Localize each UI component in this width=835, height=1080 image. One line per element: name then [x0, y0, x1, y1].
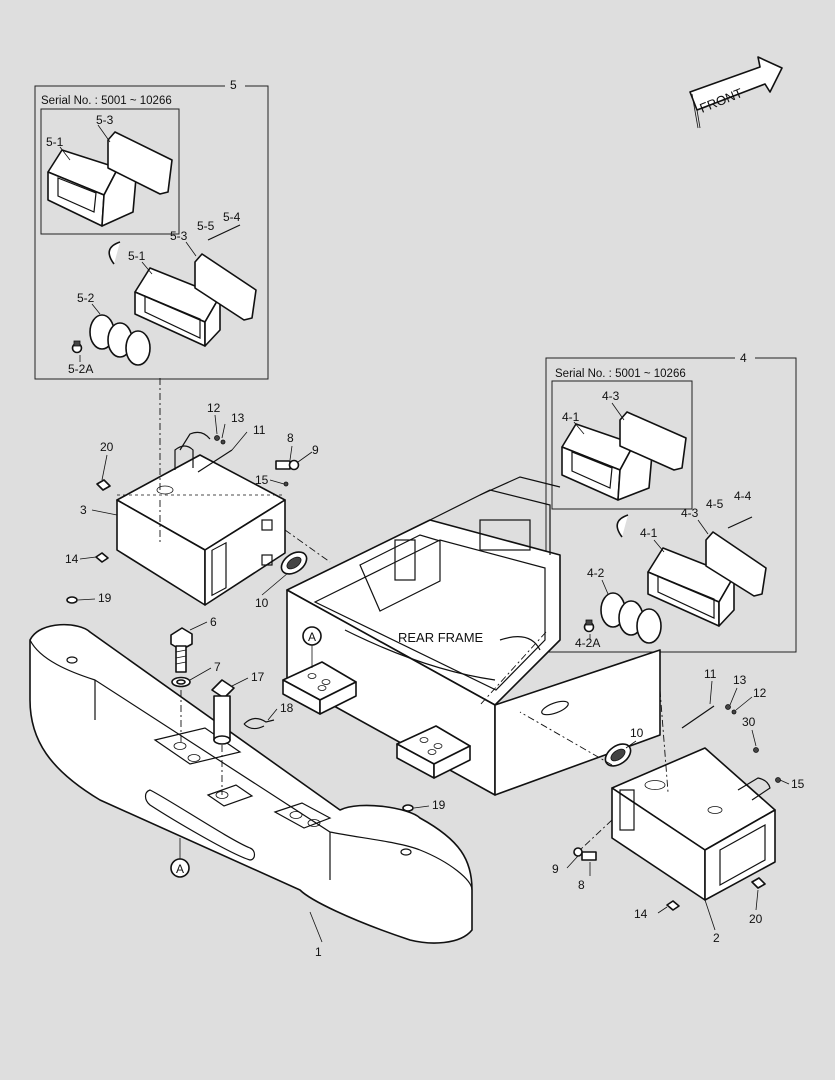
svg-text:17: 17: [251, 670, 265, 684]
svg-text:12: 12: [207, 401, 221, 415]
lamp-lens-4: [600, 592, 662, 644]
svg-text:6: 6: [210, 615, 217, 629]
svg-text:30: 30: [742, 715, 756, 729]
detail-marker-a-top: A: [302, 626, 322, 668]
svg-text:13: 13: [231, 411, 245, 425]
lamp-box-left: [116, 431, 286, 606]
cap-19-right: [402, 804, 414, 812]
svg-text:A: A: [308, 630, 316, 644]
svg-text:14: 14: [65, 552, 79, 566]
bulb-4: [583, 619, 595, 633]
svg-text:4-5: 4-5: [706, 497, 724, 511]
svg-text:15: 15: [255, 473, 269, 487]
small-hardware-right: [573, 704, 781, 911]
mount-block-left: [282, 661, 357, 715]
front-arrow: FRONT: [689, 56, 783, 129]
assembly-centerlines: [159, 378, 669, 851]
inset-5-number: 5: [230, 78, 237, 92]
svg-text:20: 20: [100, 440, 114, 454]
svg-text:4-3: 4-3: [602, 389, 620, 403]
svg-text:4-2: 4-2: [587, 566, 605, 580]
inset-5-serial: Serial No. : 5001 ~ 10266: [41, 95, 172, 107]
svg-text:10: 10: [255, 596, 269, 610]
svg-text:5-4: 5-4: [223, 210, 241, 224]
svg-text:5-3: 5-3: [170, 229, 188, 243]
cap-19-left: [66, 596, 78, 604]
svg-text:11: 11: [704, 667, 717, 681]
svg-text:4-3: 4-3: [681, 506, 699, 520]
svg-text:1: 1: [315, 945, 322, 959]
pin-17: [211, 679, 235, 745]
detail-marker-a-bottom: A: [170, 838, 190, 878]
counterweight: [29, 623, 473, 944]
svg-text:4-1: 4-1: [640, 526, 658, 540]
old-lamp-housing-4: [561, 423, 653, 501]
svg-text:9: 9: [552, 862, 559, 876]
svg-text:A: A: [176, 862, 184, 876]
lynch-pin-18: [243, 717, 275, 730]
svg-text:4-2A: 4-2A: [575, 636, 600, 650]
svg-text:14: 14: [634, 907, 648, 921]
rear-frame-label: REAR FRAME: [398, 630, 484, 645]
lamp-housing-4: [647, 547, 735, 627]
grommet-right: [604, 743, 632, 767]
lamp-box-right: [611, 705, 776, 901]
svg-text:4-1: 4-1: [562, 410, 580, 424]
svg-text:20: 20: [749, 912, 763, 926]
svg-text:5-1: 5-1: [46, 135, 64, 149]
svg-text:13: 13: [733, 673, 747, 687]
inset-4-serial: Serial No. : 5001 ~ 10266: [555, 368, 686, 380]
grommet-left: [280, 551, 308, 575]
svg-text:10: 10: [630, 726, 644, 740]
svg-text:5-2: 5-2: [77, 291, 95, 305]
svg-text:11: 11: [253, 423, 266, 437]
svg-text:19: 19: [98, 591, 112, 605]
lens-cover-4-old: [619, 411, 687, 471]
svg-text:19: 19: [432, 798, 446, 812]
svg-text:4-4: 4-4: [734, 489, 752, 503]
svg-text:7: 7: [214, 660, 221, 674]
old-lamp-housing-5: [47, 149, 137, 227]
svg-text:12: 12: [753, 686, 767, 700]
bolt-6: [170, 627, 193, 673]
inset-5: 5 Serial No. : 5001 ~ 10266 5-3 5-1: [34, 78, 269, 380]
bulb-5: [71, 340, 83, 354]
lens-cover-5-old: [107, 131, 173, 195]
svg-text:18: 18: [280, 701, 294, 715]
rear-frame: REAR FRAME: [286, 476, 661, 796]
svg-text:15: 15: [791, 777, 805, 791]
small-hardware-left: [95, 435, 300, 563]
svg-text:5-1: 5-1: [128, 249, 146, 263]
lens-cover-5: [194, 253, 257, 321]
lamp-lens-5: [89, 314, 151, 366]
svg-text:8: 8: [578, 878, 585, 892]
lamp-housing-5: [134, 267, 221, 347]
inset-4-number: 4: [740, 351, 747, 365]
svg-text:8: 8: [287, 431, 294, 445]
svg-text:2: 2: [713, 931, 720, 945]
svg-text:5-5: 5-5: [197, 219, 215, 233]
inset-4: 4 Serial No. : 5001 ~ 10266 4-3 4-1: [545, 351, 797, 653]
washer-7: [171, 676, 191, 688]
svg-text:5-2A: 5-2A: [68, 362, 93, 376]
svg-text:9: 9: [312, 443, 319, 457]
lens-cover-4: [705, 531, 767, 597]
mount-block-right: [396, 725, 471, 779]
svg-text:5-3: 5-3: [96, 113, 114, 127]
svg-text:3: 3: [80, 503, 87, 517]
